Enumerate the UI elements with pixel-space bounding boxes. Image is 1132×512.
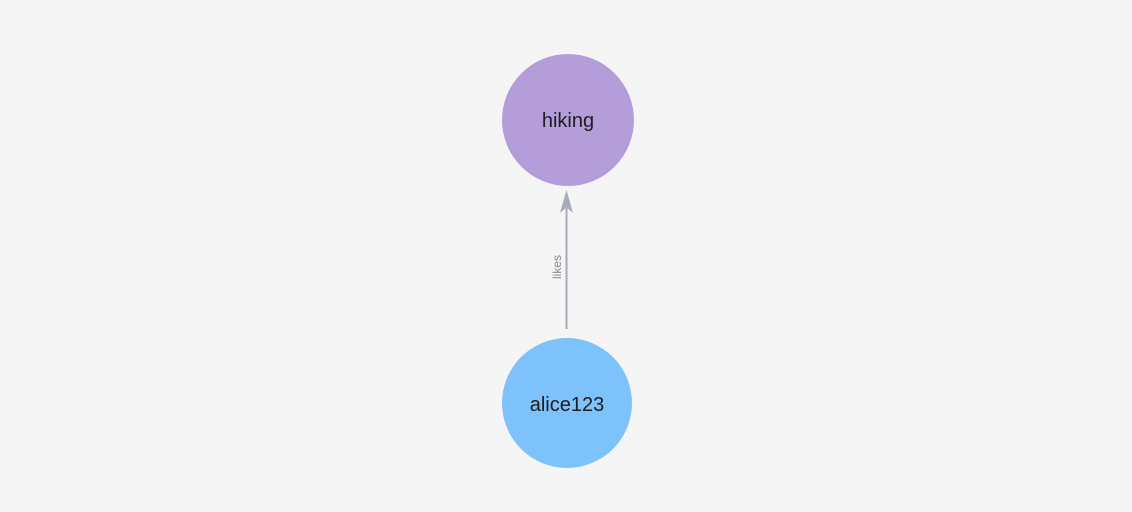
- edge-label: likes: [550, 255, 564, 279]
- node-alice123: alice123: [502, 338, 632, 468]
- arrowhead-up-icon: [560, 190, 573, 213]
- node-label-alice123: alice123: [530, 394, 605, 416]
- node-circle-alice123[interactable]: [502, 338, 632, 468]
- node-label-hiking: hiking: [542, 110, 594, 132]
- node-hiking: hiking: [502, 54, 634, 186]
- node-circle-hiking[interactable]: [502, 54, 634, 186]
- edge-likes: likes: [550, 190, 573, 329]
